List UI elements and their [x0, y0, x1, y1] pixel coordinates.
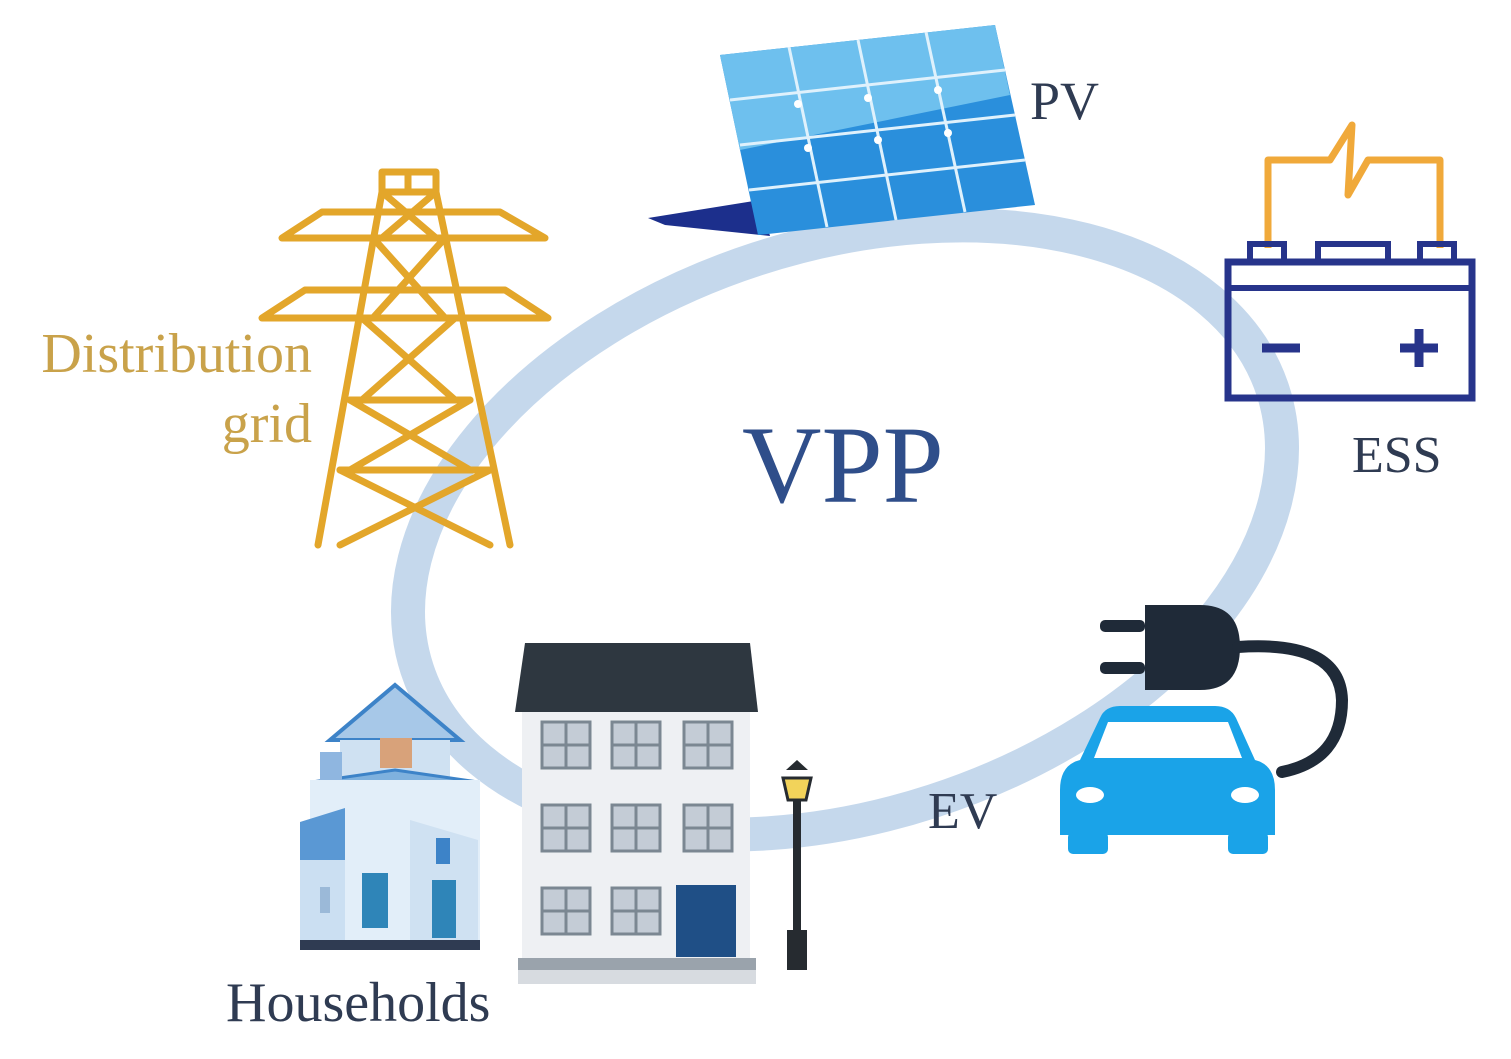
solar-panel-icon — [648, 25, 1035, 236]
distribution-grid-label-line2: grid — [221, 393, 312, 455]
households-label: Households — [226, 972, 491, 1034]
distribution-grid-label: Distribution grid — [12, 326, 312, 452]
ev-label: EV — [928, 783, 998, 840]
houses-building-icon — [300, 643, 813, 984]
pv-label: PV — [1030, 71, 1100, 131]
vpp-ring — [391, 208, 1299, 852]
electric-car-plug-icon — [1060, 605, 1349, 854]
battery-icon — [1224, 121, 1476, 402]
ess-label: ESS — [1352, 427, 1442, 484]
transmission-tower-icon — [258, 168, 552, 549]
distribution-grid-label-line1: Distribution — [41, 323, 312, 385]
vpp-center-label: VPP — [742, 404, 944, 526]
